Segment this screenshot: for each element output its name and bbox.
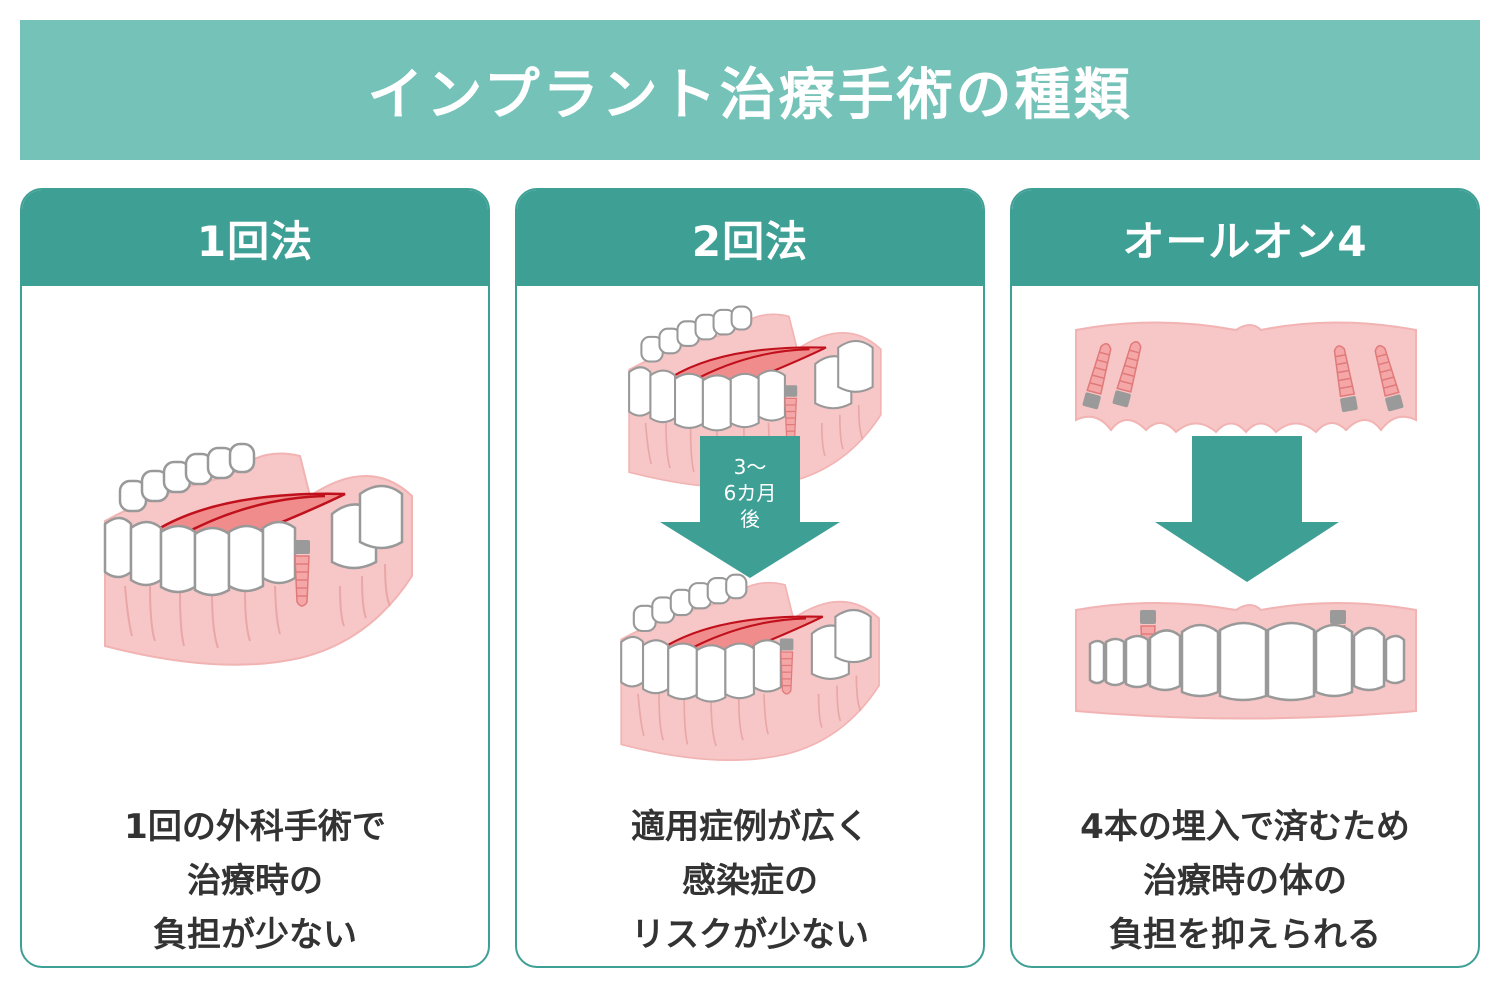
card-title: 2回法 <box>691 216 809 266</box>
card-title: オールオン4 <box>1122 216 1368 266</box>
description-line: リスクが少ない <box>631 915 869 955</box>
delay-line: 6カ月 <box>723 481 777 505</box>
card-all-on-4: オールオン4 <box>1010 188 1480 968</box>
description-line: 治療時の体の <box>1143 861 1347 901</box>
down-arrow-icon <box>1155 436 1339 582</box>
description-line: 適用症例が広く <box>631 807 869 847</box>
title-banner: インプラント治療手術の種類 <box>20 20 1480 160</box>
card-title: 1回法 <box>196 216 314 266</box>
description-line: 負担が少ない <box>153 915 357 955</box>
delay-label: 3〜 6カ月 後 <box>712 454 788 532</box>
description-line: 1回の外科手術で <box>124 807 386 847</box>
lower-jaw-with-single-implant-icon <box>103 442 414 666</box>
all-on-4-icon <box>1075 321 1417 720</box>
description-line: 治療時の <box>187 861 323 901</box>
down-arrow-icon <box>660 436 840 578</box>
card-header: 1回法 <box>22 190 488 286</box>
description-line: 負担を抑えられる <box>1109 915 1381 955</box>
card-description: 1回の外科手術で 治療時の 負担が少ない <box>22 800 488 962</box>
card-header: 2回法 <box>517 190 983 286</box>
description-line: 感染症の <box>682 861 818 901</box>
card-header: オールオン4 <box>1012 190 1478 286</box>
delay-line: 3〜 <box>733 455 767 479</box>
card-description: 4本の埋入で済むため 治療時の体の 負担を抑えられる <box>1012 800 1478 962</box>
description-line: 4本の埋入で済むため <box>1080 807 1410 847</box>
card-description: 適用症例が広く 感染症の リスクが少ない <box>517 800 983 962</box>
card-two-stage: 2回法 3〜 6カ月 後 適用症例が広く 感染症の リスクが少ない <box>515 188 985 968</box>
page-title: インプラント治療手術の種類 <box>367 62 1133 128</box>
delay-line: 後 <box>740 507 760 531</box>
two-stage-implant-icon <box>620 305 882 762</box>
card-one-stage: 1回法 1回の外科手術で 治療時の 負担が少ない <box>20 188 490 968</box>
